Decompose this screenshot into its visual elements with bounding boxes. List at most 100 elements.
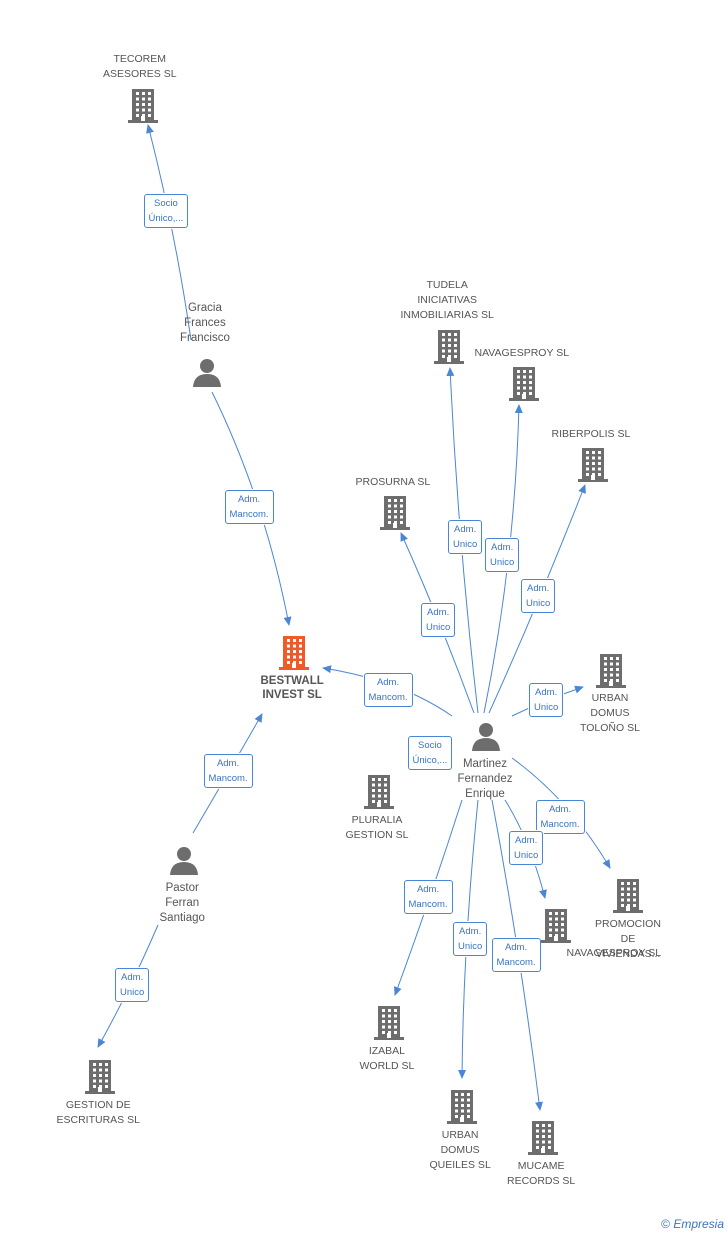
company-label[interactable]: PLURALIA GESTION SL xyxy=(346,813,409,843)
company-label-line: URBAN xyxy=(591,692,629,704)
edge-label-line: Mancom. xyxy=(496,957,536,968)
edge-label-line: Único,... xyxy=(148,213,184,224)
company-label-line: TECOREM xyxy=(113,53,167,65)
edge-label[interactable]: Adm. Mancom. xyxy=(363,673,413,707)
edge-label[interactable]: Adm. Unico xyxy=(485,538,520,572)
edge-line xyxy=(146,124,192,341)
edge-label[interactable]: Adm. Mancom. xyxy=(535,800,585,834)
edge-label-line: Unico xyxy=(490,557,515,568)
edge-label[interactable]: Adm.Unico xyxy=(509,831,544,865)
company-label-line: RECORDS SL xyxy=(507,1175,576,1187)
person-icon[interactable] xyxy=(192,357,222,392)
company-label[interactable]: PROSURNA SL xyxy=(356,475,431,490)
edge-label[interactable]: Adm.Unico xyxy=(521,579,556,613)
company-building-icon[interactable] xyxy=(612,877,644,918)
company-building-icon[interactable] xyxy=(379,494,411,535)
company-label[interactable]: MUCAME RECORDS SL xyxy=(507,1159,575,1189)
edge-label[interactable]: Adm. Unico xyxy=(421,603,456,637)
person-label-line: Frances xyxy=(184,317,226,329)
edge-label[interactable]: Adm.Unico xyxy=(115,968,150,1002)
brand-name: Empresia xyxy=(673,1217,724,1231)
edge-label-line: Adm. xyxy=(504,942,528,953)
company-label-line: WORLD SL xyxy=(359,1060,415,1072)
person-label-line: Enrique xyxy=(465,788,505,800)
company-building-icon[interactable] xyxy=(373,1004,405,1045)
company-label-line: QUEILES SL xyxy=(429,1159,491,1171)
company-label[interactable]: RIBERPOLIS SL xyxy=(552,427,631,442)
edge-label[interactable]: Adm.Unico xyxy=(453,922,488,956)
edge-label-line: Adm. xyxy=(416,884,440,895)
company-label-line: NAVAGESPROY SL xyxy=(474,347,570,359)
edge-label-line: Unico xyxy=(514,850,539,861)
person-label-line: Martinez xyxy=(462,758,508,770)
company-building-icon[interactable] xyxy=(446,1088,478,1129)
edge-label[interactable]: Adm.Mancom. xyxy=(403,880,453,914)
edge-label[interactable]: Adm. Mancom. xyxy=(224,490,274,524)
company-label-line: DOMUS xyxy=(440,1144,480,1156)
company-building-icon[interactable] xyxy=(127,87,159,128)
company-label[interactable]: NAVAGESPROY SL xyxy=(475,346,570,361)
edge-label-line: Unico xyxy=(534,702,559,713)
company-building-icon[interactable] xyxy=(363,773,395,814)
company-label-line: INMOBILIARIAS SL xyxy=(400,309,494,321)
edge-label-line: Adm. xyxy=(535,687,558,698)
company-building-icon[interactable] xyxy=(508,365,540,406)
edge-label-line: Unico xyxy=(453,539,478,550)
company-label-line: INICIATIVAS xyxy=(417,294,478,306)
company-label-line: RIBERPOLIS SL xyxy=(551,428,631,440)
edge-label-line: Adm. xyxy=(527,583,550,594)
company-label[interactable]: NAVAGESPROY SL xyxy=(567,946,662,961)
company-label-line: ASESORES SL xyxy=(103,68,177,80)
edge-label[interactable]: Adm. Unico xyxy=(448,520,483,554)
edge-label-line: Mancom. xyxy=(540,819,580,830)
company-label-line: PLURALIA xyxy=(351,814,403,826)
edge-label-line: Adm. xyxy=(548,804,572,815)
main-company-building-icon[interactable] xyxy=(278,634,310,675)
edge-label-line: Mancom. xyxy=(229,509,269,520)
company-label-line: NAVAGESPROY SL xyxy=(566,947,662,959)
company-label-line: MUCAME xyxy=(517,1160,565,1172)
company-building-icon[interactable] xyxy=(84,1058,116,1099)
footer-brand: © Empresia xyxy=(661,1217,724,1231)
company-building-icon[interactable] xyxy=(595,652,627,693)
company-label[interactable]: TECOREM ASESORES SL xyxy=(103,52,177,82)
company-label-line: DE xyxy=(620,933,636,945)
edge-label[interactable]: Adm. Mancom. xyxy=(491,938,541,972)
edge-label-line: Adm. xyxy=(459,926,482,937)
person-icon[interactable] xyxy=(471,721,501,756)
edge-label-line: Adm. xyxy=(491,542,514,553)
company-building-icon[interactable] xyxy=(433,328,465,369)
edge-label-line: Mancom. xyxy=(368,692,408,703)
edge-label-line: Adm. xyxy=(454,524,477,535)
edge-label-line: Adm. xyxy=(237,494,261,505)
edge-label-line: Unico xyxy=(426,622,451,633)
company-building-icon[interactable] xyxy=(527,1119,559,1160)
edge-label[interactable]: Adm. Unico xyxy=(529,683,564,717)
edge-label[interactable]: Adm.Mancom. xyxy=(203,754,253,788)
edge-label-line: Unico xyxy=(120,987,145,998)
edge-label-line: Socio xyxy=(418,740,442,751)
edge-label-line: Adm. xyxy=(376,677,400,688)
company-building-icon[interactable] xyxy=(577,446,609,487)
person-label-line: Gracia xyxy=(187,302,222,314)
company-label-line: INVEST SL xyxy=(262,689,322,701)
copyright-icon: © xyxy=(661,1217,670,1231)
company-label-line: TOLOÑO SL xyxy=(580,722,640,734)
company-building-icon[interactable] xyxy=(540,907,572,948)
person-label-line: Francisco xyxy=(180,332,230,344)
person-icon[interactable] xyxy=(169,845,199,880)
edge-label-line: Adm. xyxy=(427,607,450,618)
company-label-line: GESTION SL xyxy=(345,829,409,841)
